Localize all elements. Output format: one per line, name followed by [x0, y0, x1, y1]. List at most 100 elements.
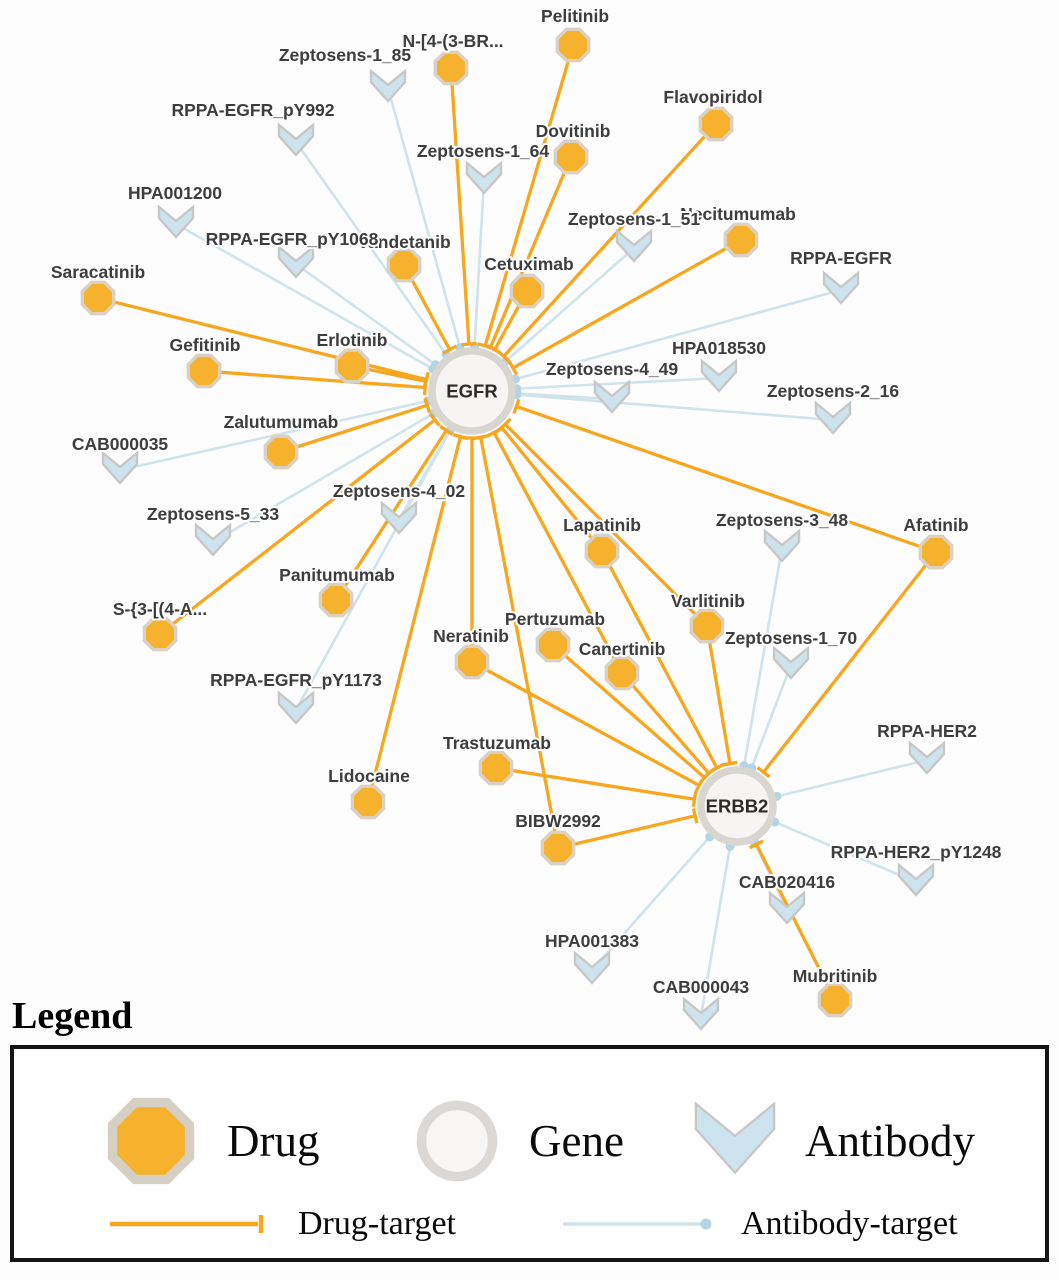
drug-edge-tee [702, 767, 716, 780]
drug-node-lapatinib [584, 533, 620, 569]
drug-target-edge [557, 814, 696, 850]
antibody-node-zeptosens-1_64 [465, 160, 503, 195]
drug-label: Varlitinib [671, 591, 745, 611]
drug-target-edge [492, 431, 624, 674]
drug-target-edge [97, 296, 427, 382]
drug-node-pelitinib [555, 27, 591, 63]
antibody-label: Zeptosens-4_02 [333, 481, 466, 501]
drug-node-s-3-4-a [142, 616, 178, 652]
drug-target-edge-icon [110, 1215, 264, 1233]
antibody-node-icon [694, 1101, 776, 1175]
antibody-target-edge [515, 288, 842, 381]
drug-target-edge [512, 238, 742, 370]
drug-label: S-{3-[(4-A... [113, 599, 207, 619]
drug-node-trastuzumab [478, 750, 514, 786]
antibody-node-hpa018530 [700, 358, 738, 393]
drug-edge-tee [452, 433, 469, 441]
antibody-node-zeptosens-4_49 [593, 379, 631, 414]
drug-edge-tee [498, 417, 512, 431]
antibody-target-edge [294, 429, 452, 711]
antibody-target-edge [591, 835, 711, 971]
drug-node-varlitinib [689, 608, 725, 644]
antibody-node-zeptosens-2_16 [814, 400, 852, 435]
drug-node-vandetanib [386, 247, 422, 283]
drug-target-edge [754, 843, 837, 1001]
drug-node-pertuzumab [535, 627, 571, 663]
drug-label: Saracatinib [51, 262, 145, 282]
drug-target-edge [600, 550, 719, 769]
drug-label: Necitumumab [680, 204, 796, 224]
drug-label: Panitumumab [279, 565, 395, 585]
antibody-label: RPPA-EGFR_pY1068 [206, 229, 379, 249]
antibody-label: CAB000043 [653, 977, 750, 997]
gene-node-egfr [428, 347, 516, 435]
drug-target-edge [504, 423, 709, 628]
drug-target-edge [620, 671, 711, 775]
drug-edge-tee [512, 398, 521, 415]
antibody-label: Zeptosens-1_70 [725, 628, 858, 648]
drug-label: Erlotinib [317, 330, 388, 350]
antibody-label: RPPA-EGFR [790, 248, 892, 268]
drug-node-erlotinib [334, 348, 370, 384]
label-layer: EGFRERBB2PelitinibN-[4-(3-BR...Dovitinib… [49, 4, 1004, 999]
drug-label: Pertuzumab [505, 609, 605, 629]
drug-node-panitumumab [318, 582, 354, 618]
legend-item-drug-target: Drug-target [106, 1205, 456, 1243]
drug-label: Lidocaine [328, 766, 410, 786]
drug-node-lidocaine [350, 784, 386, 820]
antibody-node-cab000043 [682, 996, 720, 1031]
antibody-node-cab020416 [768, 890, 806, 925]
antibody-label: Zeptosens-2_16 [767, 381, 900, 401]
drug-label: Dovitinib [536, 121, 611, 141]
antibody-label: Zeptosens-5_33 [147, 504, 280, 524]
drug-node-cetuximab [509, 273, 545, 309]
drug-target-edge [158, 418, 436, 636]
legend-label-drug: Drug [227, 1116, 320, 1166]
drug-target-edge [502, 122, 718, 358]
node-layer [80, 27, 954, 1031]
drug-node-saracatinib [80, 280, 116, 316]
drug-edge-tee [422, 373, 430, 390]
drug-target-edge [488, 156, 573, 349]
drug-label: Cetuximab [484, 254, 573, 274]
drug-node-dovitinib [553, 139, 589, 175]
drug-label: Pelitinib [541, 6, 609, 26]
antibody-label: Zeptosens-4_49 [546, 359, 679, 379]
antibody-target-edge [175, 222, 434, 371]
drug-node-mubritinib [817, 982, 853, 1018]
drug-node-n-4-3-br [433, 50, 469, 86]
antibody-label: HPA018530 [672, 338, 766, 358]
antibody-node-rppa-egfr_py1068 [277, 244, 315, 279]
antibody-target-edge [473, 179, 486, 347]
antibody-label: RPPA-HER2 [877, 721, 977, 741]
legend-item-gene: Gene [409, 1093, 624, 1189]
antibody-target-edge [774, 820, 917, 884]
drug-edge-tee [487, 344, 503, 355]
drug-edge-tee [439, 424, 454, 436]
antibody-label: Zeptosens-1_85 [279, 45, 412, 65]
antibody-node-rppa-her2 [908, 740, 946, 775]
antibody-target-edge [295, 262, 437, 366]
drug-target-edge [705, 625, 732, 764]
gene-node-icon [416, 1100, 498, 1182]
antibody-node-rppa-egfr [822, 270, 860, 305]
legend-item-antibody: Antibody [689, 1095, 975, 1187]
drug-target-edge [479, 436, 560, 849]
drug-node-zalutumumab [263, 434, 299, 470]
drug-edge-tee [473, 434, 489, 441]
drug-target-edge [366, 436, 463, 803]
drug-label: Canertinib [579, 639, 666, 659]
antibody-target-edge [516, 376, 720, 390]
antibody-label: CAB000035 [72, 434, 169, 454]
drug-target-edge [280, 403, 428, 454]
drug-edge-tee [748, 839, 764, 850]
drug-node-neratinib [454, 644, 490, 680]
drug-edge-tee [429, 412, 441, 427]
drug-target-edge [471, 660, 701, 787]
drug-edge-tee [423, 397, 432, 413]
drug-label: Lapatinib [563, 515, 641, 535]
antibody-node-zeptosens-1_70 [772, 645, 810, 680]
antibody-node-hpa001383 [573, 950, 611, 985]
antibody-label: Zeptosens-3_48 [716, 510, 849, 530]
drug-edge-tee [507, 360, 519, 376]
